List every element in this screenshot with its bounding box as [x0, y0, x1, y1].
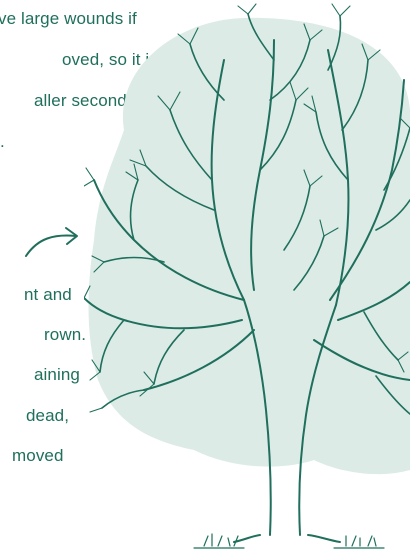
text-line: dead, — [26, 406, 70, 425]
text-line: aining — [34, 365, 80, 384]
text-line: . — [0, 132, 5, 151]
text-line: ve large wounds if — [0, 9, 137, 28]
text-line: aller secondary — [34, 91, 151, 110]
text-line: moved — [12, 446, 64, 465]
text-line: rown. — [44, 325, 87, 344]
tree-secondary-branches — [99, 13, 410, 415]
text-line: nt and — [24, 285, 72, 304]
tree-illustration — [84, 3, 410, 549]
grass-tufts — [193, 533, 385, 549]
curved-arrow-right-icon — [25, 227, 78, 257]
tree-twigs — [84, 3, 410, 413]
tree-crown-shading — [88, 17, 410, 475]
text-line: oved, so it is — [62, 50, 158, 69]
